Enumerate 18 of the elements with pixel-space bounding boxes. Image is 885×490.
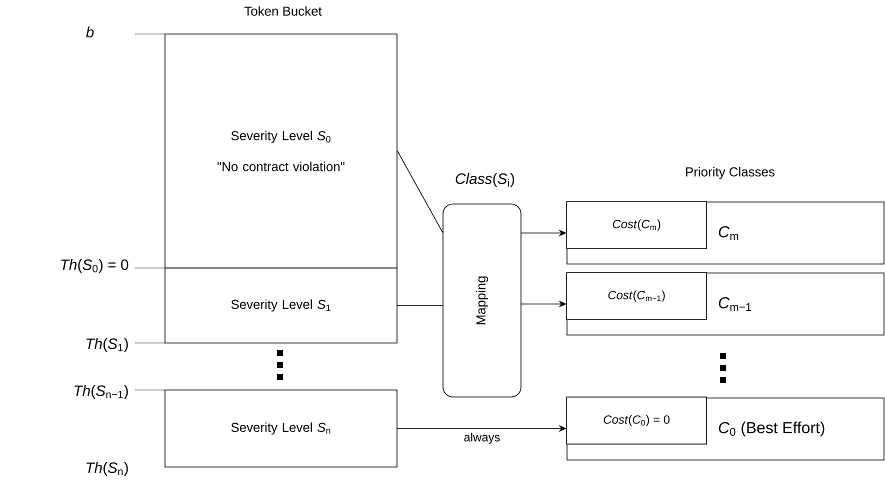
severity-level-box: Severity Level S$_{1}$	[164, 268, 398, 344]
cost-box: Cost(C$_{m}$)	[566, 201, 707, 249]
section-title: Token Bucket	[244, 6, 322, 16]
cost-box: Cost(C$_{0}$) = 0	[566, 396, 707, 444]
connector	[397, 150, 443, 233]
threshold-label: Th(S$_{0}$) = 0	[61, 259, 128, 273]
section-title: Priority Classes	[686, 166, 774, 180]
cost-box: Cost(C$_{m−1}$)	[566, 272, 707, 320]
edge-label: always	[464, 432, 500, 444]
mapping-box: Mapping	[442, 204, 522, 398]
connector	[397, 305, 443, 306]
threshold-label: Th(S$_{n}$)	[86, 462, 128, 476]
class-label: Class(S$_{i}$)	[456, 173, 514, 187]
threshold-label: Th(S$_{n−1}$)	[74, 385, 128, 399]
severity-level-box: Severity Level S$_{0}$ "No contract violation"	[164, 34, 398, 268]
threshold-label: b	[86, 26, 94, 38]
threshold-label: Th(S$_{1}$)	[86, 338, 128, 352]
severity-level-box: Severity Level S$_{n}$	[164, 390, 398, 468]
